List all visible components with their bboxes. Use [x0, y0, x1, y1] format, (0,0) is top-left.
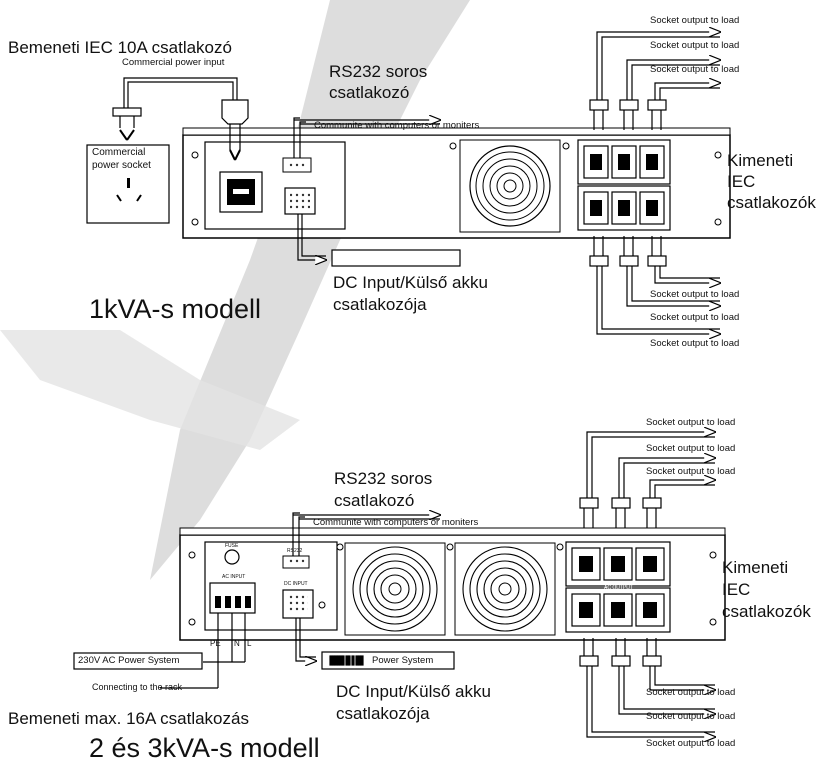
ups-1kva-rear-panel	[182, 127, 731, 239]
top-model-title: 1kVA-s modell	[89, 294, 262, 324]
top-socket-label: Socket output to load	[650, 40, 740, 51]
l-label: L	[247, 639, 252, 648]
top-socket-cables-upper	[589, 32, 720, 130]
bottom-communicate-label: Communite with computers or moniters	[313, 517, 479, 528]
power-plugs	[112, 77, 249, 161]
n-label: N	[234, 639, 240, 648]
power-system-label: Power System	[372, 655, 434, 666]
bottom-ac-wiring	[73, 613, 246, 689]
top-rs232-cable	[293, 118, 440, 158]
top-input-label: Bemeneti IEC 10A csatlakozó	[8, 38, 232, 57]
dc-input-label: DC INPUT	[284, 581, 308, 587]
top-socket-label: Socket output to load	[650, 64, 740, 75]
commercial-socket-label-1: Commercial	[92, 147, 146, 158]
ac-power-system-label: 230V AC Power System	[78, 655, 180, 666]
bottom-socket-cables-upper	[579, 432, 715, 528]
top-communicate-label: Communite with computers or moniters	[314, 120, 480, 131]
top-socket-label: Socket output to load	[650, 289, 740, 300]
top-socket-cables-lower	[589, 236, 720, 334]
commercial-power-socket	[86, 144, 170, 224]
bottom-output-label-2: IEC	[722, 580, 751, 599]
top-dc-label-1: DC Input/Külső akku	[333, 273, 488, 292]
top-rs232-label-1: RS232 soros	[329, 62, 428, 81]
bottom-input-max-label: Bemeneti max. 16A csatlakozás	[8, 709, 249, 728]
ups-3kva-rear-panel	[179, 527, 726, 641]
bottom-dc-label-2: csatlakozója	[336, 704, 430, 723]
bottom-socket-label: Socket output to load	[646, 711, 736, 722]
commercial-socket-label-2: power socket	[92, 160, 151, 171]
bottom-rs232-cable	[292, 513, 440, 556]
top-dc-cable	[297, 214, 461, 267]
rs232-small-label: RS232	[287, 548, 303, 554]
bottom-output-label-3: csatlakozók	[722, 602, 811, 621]
top-socket-label: Socket output to load	[650, 312, 740, 323]
connecting-rack-label: Connecting to the rack	[92, 682, 183, 692]
bottom-socket-label: Socket output to load	[646, 738, 736, 749]
top-socket-label: Socket output to load	[650, 338, 740, 349]
fuse-label: FUSE	[225, 543, 239, 549]
ac-input-label: AC INPUT	[222, 574, 246, 580]
ac-output-label: AC OUTPUT	[604, 585, 633, 591]
top-output-label-2: IEC	[727, 172, 756, 191]
pe-label: PE	[210, 639, 221, 648]
bottom-dc-label-1: DC Input/Külső akku	[336, 682, 491, 701]
bottom-dc-cable	[295, 618, 455, 670]
bottom-socket-label: Socket output to load	[646, 687, 736, 698]
bottom-rs232-label-2: csatlakozó	[334, 491, 415, 510]
bottom-socket-label: Socket output to load	[646, 443, 736, 454]
bottom-rs232-label-1: RS232 soros	[334, 469, 433, 488]
top-socket-label: Socket output to load	[650, 15, 740, 26]
bottom-socket-label: Socket output to load	[646, 466, 736, 477]
bottom-socket-label: Socket output to load	[646, 417, 736, 428]
bottom-socket-cables-lower	[579, 638, 715, 737]
commercial-power-input-label: Commercial power input	[122, 57, 225, 68]
top-output-label-1: Kimeneti	[727, 151, 794, 170]
bottom-model-title: 2 és 3kVA-s modell	[89, 733, 320, 763]
top-output-label-3: csatlakozók	[727, 193, 816, 212]
top-dc-label-2: csatlakozója	[333, 295, 427, 314]
top-rs232-label-2: csatlakozó	[329, 83, 410, 102]
bottom-output-label-1: Kimeneti	[722, 558, 789, 577]
